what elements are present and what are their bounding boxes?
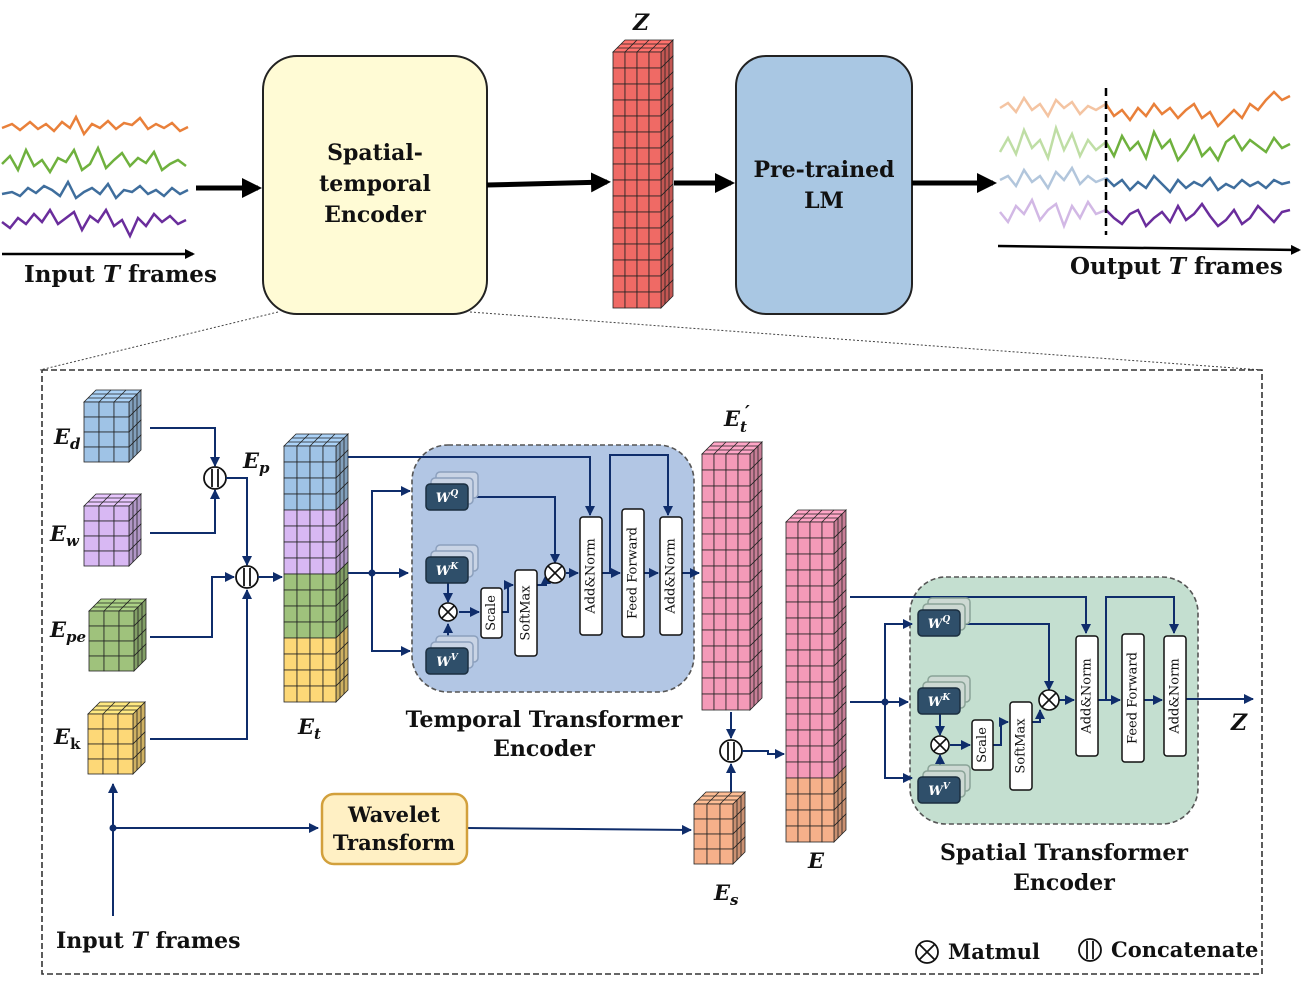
ed-cube — [83, 389, 142, 463]
spatial-wk-block: WK — [917, 675, 971, 715]
wavelet-transform-box — [320, 792, 469, 866]
ew-cube — [83, 493, 142, 567]
spatial-add-norm-2: Add&Norm — [1163, 635, 1187, 757]
temporal-add-norm-1: Add&Norm — [579, 516, 603, 636]
bottom-input-label: Input T frames — [56, 928, 241, 954]
lm-label-line2: LM — [804, 188, 844, 214]
matmul-icon — [915, 940, 939, 964]
et-prime-stack — [701, 441, 763, 711]
detail-frame — [41, 369, 1263, 975]
zoom-line-left — [39, 311, 279, 371]
es-label: Es — [713, 880, 739, 909]
spatial-add-norm-1: Add&Norm — [1075, 635, 1099, 757]
e-label: E — [807, 848, 825, 873]
svg-text:WQ: WQ — [436, 489, 459, 506]
temporal-wk-block: WK — [425, 544, 479, 584]
embedding-wiring — [150, 427, 283, 740]
temporal-matmul-v — [544, 562, 566, 584]
svg-text:Add&Norm: Add&Norm — [1080, 658, 1095, 734]
et-label: Et — [297, 714, 321, 743]
e-stack — [785, 509, 847, 843]
arrow-encoder-to-z — [486, 172, 611, 193]
es-cube — [693, 791, 746, 865]
encoder-label-line3: Encoder — [324, 202, 426, 228]
svg-text:WK: WK — [928, 693, 952, 710]
svg-text:Add&Norm: Add&Norm — [1168, 658, 1183, 734]
ew-label: Ew — [49, 521, 80, 550]
input-waveforms — [1, 114, 189, 239]
ed-label: Ed — [53, 424, 81, 453]
temporal-feed-forward: Feed Forward — [621, 508, 645, 638]
spatial-encoder-label-line1: Spatial Transformer — [940, 840, 1188, 866]
legend-matmul-label: Matmul — [948, 939, 1040, 964]
ek-cube — [87, 701, 146, 775]
spatial-encoder-wiring — [850, 596, 1254, 783]
input-wave-green — [1, 144, 187, 175]
spatial-matmul-qk — [930, 735, 950, 755]
concat-ep — [203, 466, 227, 490]
svg-text:WV: WV — [436, 653, 459, 670]
z-top-label: Z — [632, 10, 650, 36]
wavelet-label-line2: Transform — [333, 830, 455, 855]
temporal-softmax-block: SoftMax — [514, 569, 538, 657]
zoom-line-right — [469, 311, 1263, 371]
temporal-scale-block: Scale — [480, 587, 503, 639]
temporal-wv-block: WV — [425, 635, 479, 675]
temporal-add-norm-2: Add&Norm — [659, 516, 683, 636]
svg-text:Add&Norm: Add&Norm — [664, 538, 679, 614]
legend: Matmul Concatenate — [915, 937, 1258, 964]
input-wiring — [108, 783, 692, 916]
spatial-wv-block: WV — [917, 764, 971, 804]
concat-e — [719, 739, 743, 763]
z-token-grid — [612, 39, 674, 309]
spatial-matmul-v — [1038, 689, 1060, 711]
svg-text:SoftMax: SoftMax — [1014, 718, 1029, 774]
temporal-wq-block: WQ — [425, 471, 479, 511]
fusion-wiring — [719, 712, 785, 792]
top-input-label: Input T frames — [24, 261, 217, 288]
spatial-feed-forward: Feed Forward — [1121, 633, 1145, 763]
output-waveforms — [998, 90, 1291, 230]
et-prime-label: Et′ — [723, 402, 750, 436]
encoder-label-line1: Spatial- — [327, 140, 423, 166]
z-output-label: Z — [1230, 710, 1248, 736]
concatenate-icon — [1078, 938, 1102, 962]
input-wave-orange — [1, 114, 189, 137]
temporal-matmul-qk — [438, 602, 458, 622]
temporal-encoder-label-line1: Temporal Transformer — [406, 707, 683, 733]
spatial-encoder-label-line2: Encoder — [1013, 870, 1115, 896]
top-output-label: Output T frames — [1070, 253, 1283, 280]
svg-text:Scale: Scale — [484, 595, 499, 631]
svg-text:WQ: WQ — [928, 615, 951, 632]
svg-text:SoftMax: SoftMax — [519, 585, 534, 641]
epe-cube — [88, 598, 147, 672]
ep-label: Ep — [242, 448, 270, 477]
ek-label: Ek — [53, 724, 81, 753]
z-token-stack — [612, 39, 674, 309]
spatial-softmax-block: SoftMax — [1009, 701, 1033, 791]
temporal-encoder-wiring — [348, 454, 700, 656]
input-wave-purple — [1, 207, 187, 239]
et-stack — [283, 433, 349, 703]
epe-label: Epe — [49, 617, 86, 646]
temporal-encoder-label-line2: Encoder — [493, 736, 595, 762]
svg-text:Feed Forward: Feed Forward — [1126, 652, 1141, 744]
svg-text:Feed Forward: Feed Forward — [626, 527, 641, 619]
concat-et — [235, 565, 259, 589]
input-wave-blue — [1, 179, 189, 201]
legend-concatenate-label: Concatenate — [1111, 937, 1258, 962]
svg-text:WV: WV — [928, 782, 951, 799]
svg-text:Add&Norm: Add&Norm — [584, 538, 599, 614]
encoder-label-line2: temporal — [319, 171, 431, 197]
spatial-wq-block: WQ — [917, 597, 971, 637]
wavelet-label-line1: Wavelet — [347, 802, 440, 827]
pretrained-lm-box — [735, 55, 913, 315]
svg-text:WK: WK — [436, 562, 460, 579]
lm-label-line1: Pre-trained — [753, 157, 894, 183]
output-time-axis — [997, 244, 1301, 255]
svg-text:Scale: Scale — [975, 727, 990, 763]
spatial-scale-block: Scale — [971, 719, 994, 771]
